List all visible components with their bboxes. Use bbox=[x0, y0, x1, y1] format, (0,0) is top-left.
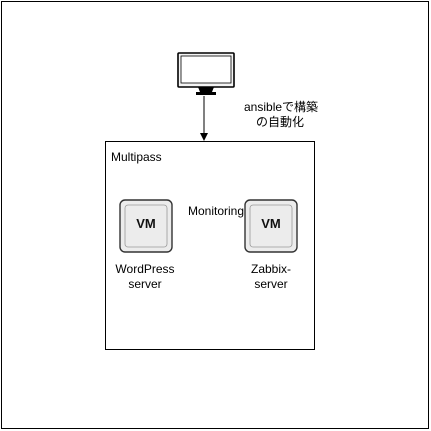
vm-wordpress-badge: VM bbox=[136, 216, 156, 231]
vm-box-icon bbox=[119, 199, 173, 253]
annotation-line-2: の自動化 bbox=[256, 115, 305, 129]
monitoring-label: Monitoring bbox=[188, 204, 245, 218]
vm-wordpress-label-line1: WordPress bbox=[115, 262, 175, 276]
vm-box-icon bbox=[244, 199, 298, 253]
vm-zabbix-node: VM bbox=[244, 199, 298, 253]
annotation-line-1: ansibleで構築 bbox=[244, 100, 319, 114]
multipass-label: Multipass bbox=[111, 150, 162, 164]
vm-zabbix-label-line1: Zabbix- bbox=[250, 262, 291, 276]
vm-zabbix-label-line2: server bbox=[254, 277, 288, 291]
vm-zabbix-badge: VM bbox=[261, 216, 281, 231]
vm-zabbix-label: Zabbix- server bbox=[226, 262, 316, 292]
vm-wordpress-label-line2: server bbox=[128, 277, 162, 291]
monitor-icon bbox=[177, 52, 235, 95]
vm-wordpress-node: VM bbox=[119, 199, 173, 253]
vm-wordpress-label: WordPress server bbox=[100, 262, 190, 292]
